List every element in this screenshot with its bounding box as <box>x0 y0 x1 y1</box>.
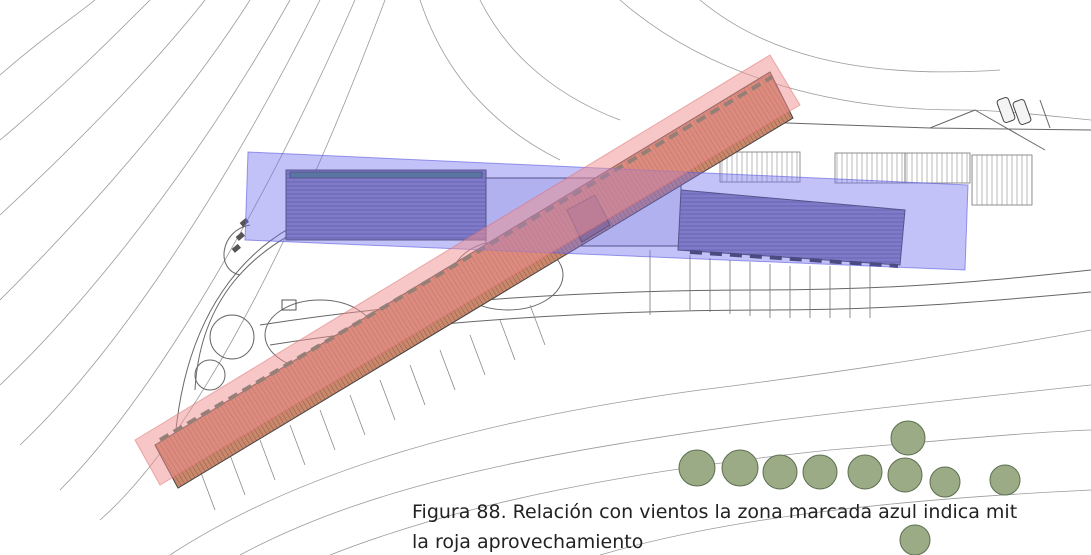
caption-line-1: Figura 88. Relación con vientos la zona … <box>412 501 1018 523</box>
tree <box>890 420 926 456</box>
tree <box>899 524 931 555</box>
diagonal-strips <box>199 304 546 511</box>
tree <box>678 449 716 487</box>
tree <box>802 454 838 490</box>
car-icons <box>996 97 1051 129</box>
caption-line-2: la roja aprovechamiento <box>412 531 644 553</box>
tree <box>721 449 759 487</box>
tree <box>847 454 883 490</box>
small-marks <box>231 217 297 311</box>
figure-caption: Figura 88. Relación con vientos la zona … <box>412 497 1017 555</box>
tree <box>929 466 961 498</box>
red-zone-overlay <box>134 54 801 486</box>
tree <box>762 454 798 490</box>
tree <box>887 457 923 493</box>
tree <box>989 464 1021 496</box>
trees <box>678 420 1021 555</box>
strip-lines <box>649 250 871 318</box>
